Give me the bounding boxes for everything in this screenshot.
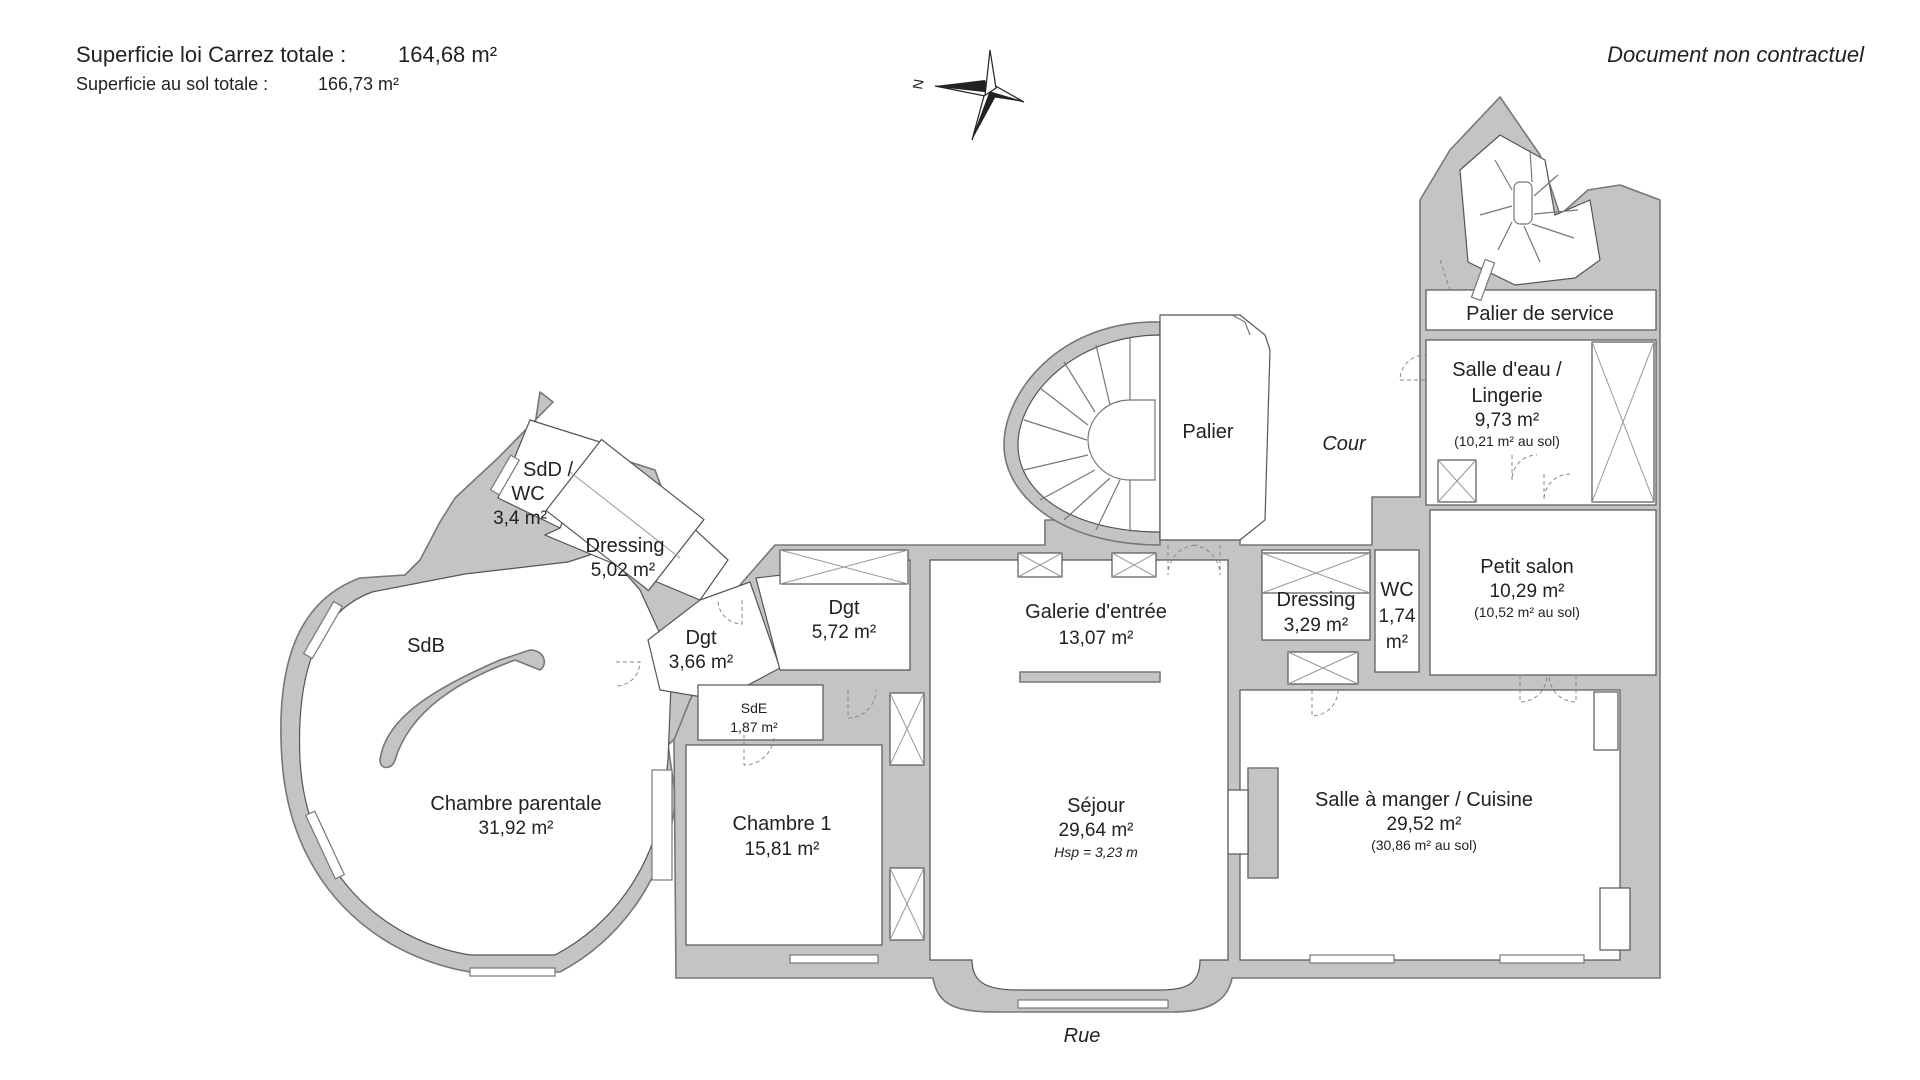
dressing-left-area: 5,02 m² [591, 560, 655, 581]
salle-eau-area: 9,73 m² [1475, 410, 1539, 431]
carrez-value: 164,68 m² [398, 42, 497, 67]
galerie-name: Galerie d'entrée [1025, 601, 1167, 623]
palier-room [1159, 314, 1271, 541]
compass-rose-icon [934, 49, 1025, 141]
main-staircase [1003, 321, 1161, 546]
sejour-room [929, 559, 1229, 991]
sol-label: Superficie au sol totale : [76, 74, 268, 94]
galerie-area: 13,07 m² [1059, 628, 1134, 649]
sde-room [697, 684, 824, 741]
wc-area-unit: m² [1386, 632, 1408, 653]
dgt-small-name: Dgt [685, 627, 717, 649]
salle-eau-sol: (10,21 m² au sol) [1454, 433, 1560, 449]
service-staircase [1479, 149, 1579, 263]
sdb-name: SdB [407, 635, 445, 657]
sde-area: 1,87 m² [730, 719, 778, 735]
petit-salon-sol: (10,52 m² au sol) [1474, 604, 1580, 620]
fireplace-hearth [1227, 789, 1249, 855]
carrez-label: Superficie loi Carrez totale : [76, 42, 346, 67]
dressing-right-area: 3,29 m² [1284, 615, 1348, 636]
petit-salon-room [1429, 509, 1657, 676]
petit-salon-area: 10,29 m² [1490, 581, 1565, 602]
sejour-hsp: Hsp = 3,23 m [1054, 844, 1138, 860]
salle-eau-name2: Lingerie [1471, 385, 1542, 407]
sdd-wc-name2: WC [511, 483, 544, 505]
dressing-right-name: Dressing [1277, 589, 1356, 611]
chambre-parentale-name: Chambre parentale [430, 793, 601, 815]
doors [615, 259, 1577, 766]
sde-name: SdE [741, 700, 767, 716]
palier-service-name: Palier de service [1466, 303, 1614, 325]
chambre-parentale-area: 31,92 m² [479, 818, 554, 839]
service-stair-room [1459, 134, 1601, 286]
salle-eau-name1: Salle d'eau / [1452, 359, 1562, 381]
chambre-parentale-room [298, 549, 673, 956]
wc-name: WC [1380, 579, 1413, 601]
sejour-area: 29,64 m² [1059, 820, 1134, 841]
sol-value: 166,73 m² [318, 74, 399, 94]
windows [302, 258, 1585, 1009]
salle-manger-name: Salle à manger / Cuisine [1315, 789, 1533, 811]
salle-manger-room [1239, 689, 1621, 961]
wc-area-number: 1,74 [1379, 606, 1416, 627]
sejour-name: Séjour [1067, 795, 1125, 817]
salle-manger-area: 29,52 m² [1387, 814, 1462, 835]
wc-room [1374, 549, 1420, 673]
dgt-small-area: 3,66 m² [669, 652, 733, 673]
bathtub [379, 649, 546, 769]
cabinets [545, 341, 1655, 941]
street-label: Rue [1064, 1025, 1101, 1047]
petit-salon-name: Petit salon [1480, 556, 1573, 578]
counter-top [1593, 691, 1619, 751]
sdd-wc-area: 3,4 m² [493, 508, 547, 529]
fireplace [1247, 767, 1279, 879]
sdd-wc-name1: SdD / [523, 459, 573, 481]
dgt-large-area: 5,72 m² [812, 622, 876, 643]
counter-bottom [1599, 887, 1631, 951]
courtyard-label: Cour [1322, 433, 1367, 455]
dgt-large-name: Dgt [828, 597, 860, 619]
disclaimer: Document non contractuel [1607, 42, 1865, 67]
salle-manger-sol: (30,86 m² au sol) [1371, 837, 1477, 853]
dressing-left-name: Dressing [586, 535, 665, 557]
palier-service-room [1425, 289, 1657, 331]
chambre1-area: 15,81 m² [745, 839, 820, 860]
chambre1-name: Chambre 1 [733, 813, 832, 835]
partition-wall [1019, 671, 1161, 683]
palier-name: Palier [1182, 421, 1233, 443]
north-letter: N [909, 78, 927, 91]
chambre1-room [685, 744, 883, 946]
